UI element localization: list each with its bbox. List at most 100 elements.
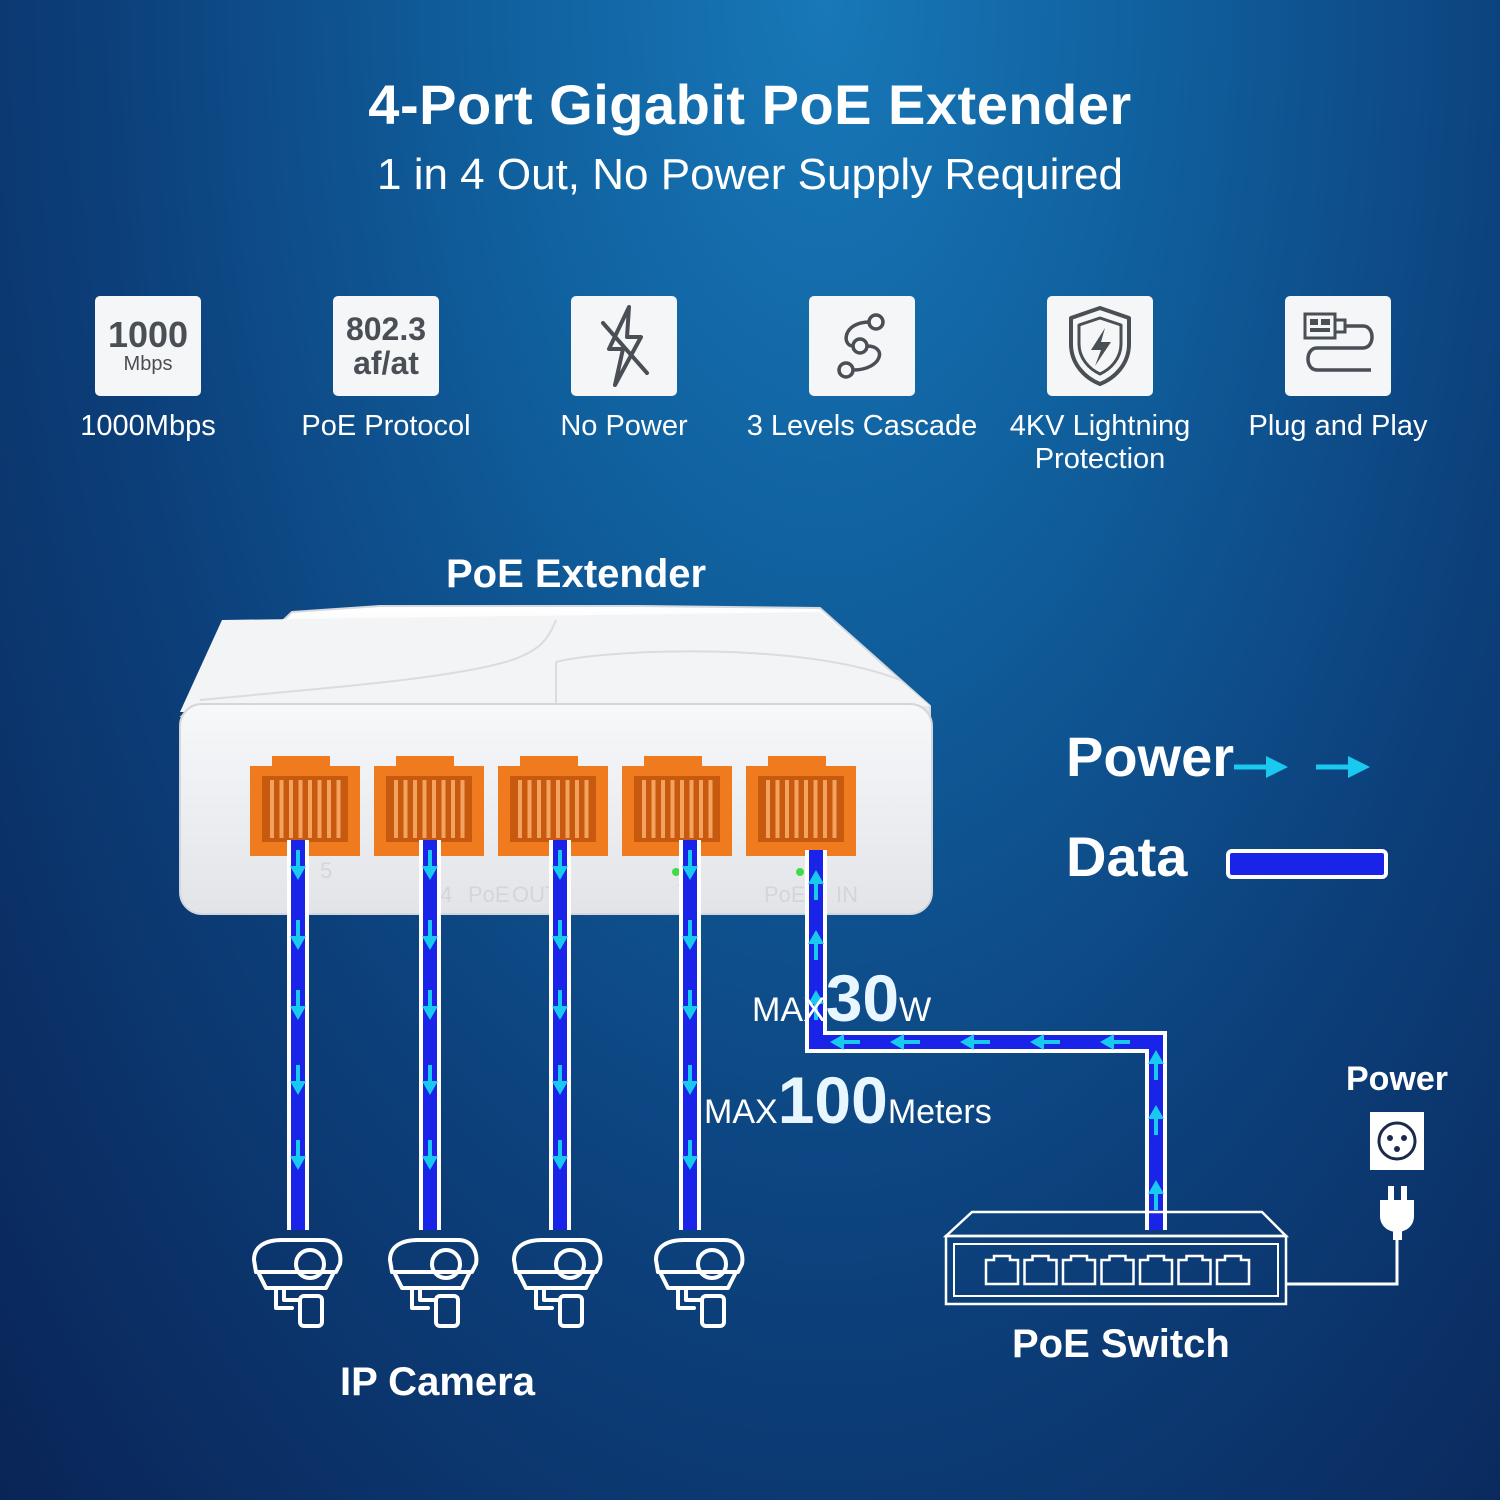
feature-label: 4KV Lightning Protection <box>1009 410 1191 475</box>
feature-plug-play: Plug and Play <box>1218 296 1458 443</box>
arrow-head <box>422 1081 438 1095</box>
arrow-head <box>1148 1180 1164 1194</box>
protocol-icon-number: 802.3 <box>345 311 427 347</box>
max-distance-value: 100 <box>777 1063 888 1137</box>
legend-data-label: Data <box>1066 825 1188 888</box>
feature-cascade: 3 Levels Cascade <box>742 296 982 443</box>
arrow-head <box>682 1081 698 1095</box>
port-marking: IN <box>836 882 858 907</box>
feature-label: PoE Protocol <box>301 410 471 442</box>
ip-camera-icon <box>654 1238 745 1328</box>
speed-icon-number: 1000 <box>107 314 189 355</box>
legend-data-swatch <box>1226 849 1388 879</box>
no-power-icon <box>571 296 677 396</box>
max-distance-unit: Meters <box>887 1093 992 1131</box>
arrow-head <box>682 866 698 880</box>
page-subtitle: 1 in 4 Out, No Power Supply Required <box>377 150 1123 199</box>
arrow-head <box>1030 1034 1044 1050</box>
protocol-802-3-icon: 802.3 af/at <box>333 296 439 396</box>
arrow-head <box>960 1034 974 1050</box>
max-power-value: 30 <box>825 961 900 1035</box>
max-distance-prefix: MAX <box>704 1093 778 1131</box>
power-outlet-icon <box>1370 1112 1424 1170</box>
legend-power-arrows <box>1234 756 1370 778</box>
arrow-head <box>890 1034 904 1050</box>
arrow-head <box>290 936 306 950</box>
switch-label: PoE Switch <box>1012 1322 1230 1366</box>
lightning-shield-icon <box>1047 296 1153 396</box>
feature-no-power: No Power <box>504 296 744 443</box>
port-marking: 5 <box>320 858 332 883</box>
feature-label: 3 Levels Cascade <box>746 410 978 442</box>
plug-and-play-icon <box>1285 296 1391 396</box>
ip-cameras <box>252 1238 745 1328</box>
switch-port <box>1061 1254 1097 1286</box>
power-cord <box>1286 1240 1399 1286</box>
arrow-head <box>552 1006 568 1020</box>
feature-lightning: 4KV Lightning Protection <box>980 296 1220 476</box>
switch-ports <box>984 1254 1251 1286</box>
arrow-head <box>290 1006 306 1020</box>
switch-port <box>984 1254 1020 1286</box>
extender-label: PoE Extender <box>446 552 707 596</box>
port-marking: PoE <box>468 882 510 907</box>
arrow-head <box>1148 1105 1164 1119</box>
legend-power-label: Power <box>1066 725 1235 788</box>
max-distance-spec: MAX100Meters <box>704 1062 992 1138</box>
feature-protocol: 802.3 af/at PoE Protocol <box>266 296 506 443</box>
arrow-head <box>682 1156 698 1170</box>
arrow-head <box>552 936 568 950</box>
switch-port <box>1138 1254 1174 1286</box>
arrow-head <box>808 870 824 884</box>
max-power-spec: MAX30W <box>752 960 931 1036</box>
speed-icon-unit: Mbps <box>123 353 173 375</box>
arrow-head <box>290 866 306 880</box>
switch-port <box>1215 1254 1251 1286</box>
arrow-head <box>1148 1050 1164 1064</box>
arrow-head <box>1100 1034 1114 1050</box>
arrow-head <box>552 1156 568 1170</box>
arrow-head <box>830 1034 844 1050</box>
rj45-port-out <box>622 756 732 856</box>
feature-label: No Power <box>560 410 688 442</box>
ethernet-ports <box>250 756 856 856</box>
power-plug-icon <box>1380 1186 1414 1240</box>
arrow-head <box>552 1081 568 1095</box>
rj45-port-in <box>746 756 856 856</box>
port-marking: 4 <box>440 882 452 907</box>
arrow-head <box>422 1006 438 1020</box>
status-led <box>796 868 804 876</box>
status-led <box>672 868 680 876</box>
feature-speed: 1000 Mbps 1000Mbps <box>28 296 268 443</box>
speed-1000-icon: 1000 Mbps <box>95 296 201 396</box>
rj45-port-out <box>374 756 484 856</box>
rj45-port-out <box>250 756 360 856</box>
power-arrows <box>290 850 1164 1210</box>
switch-port <box>1100 1254 1135 1286</box>
max-power-unit: W <box>899 991 932 1029</box>
arrow-head <box>422 936 438 950</box>
arrow-head <box>422 866 438 880</box>
arrow-head <box>682 1006 698 1020</box>
ip-camera-icon <box>512 1238 603 1328</box>
camera-label: IP Camera <box>340 1360 535 1404</box>
arrow-head <box>290 1081 306 1095</box>
ip-camera-icon <box>252 1238 343 1328</box>
port-marking: PoE <box>764 882 806 907</box>
rj45-port-out <box>498 756 608 856</box>
arrow-head <box>290 1156 306 1170</box>
arrow-head <box>808 990 824 1004</box>
arrow-head <box>552 866 568 880</box>
feature-label: Plug and Play <box>1248 410 1428 442</box>
arrow-head <box>808 930 824 944</box>
arrow-head <box>682 936 698 950</box>
protocol-icon-sub: af/at <box>353 345 419 381</box>
cascade-icon <box>809 296 915 396</box>
arrow-head <box>422 1156 438 1170</box>
switch-port <box>1023 1254 1058 1286</box>
poe-switch-device <box>942 1210 1290 1306</box>
feature-label: 1000Mbps <box>80 410 216 442</box>
ip-camera-icon <box>388 1238 479 1328</box>
legend <box>1226 756 1388 879</box>
